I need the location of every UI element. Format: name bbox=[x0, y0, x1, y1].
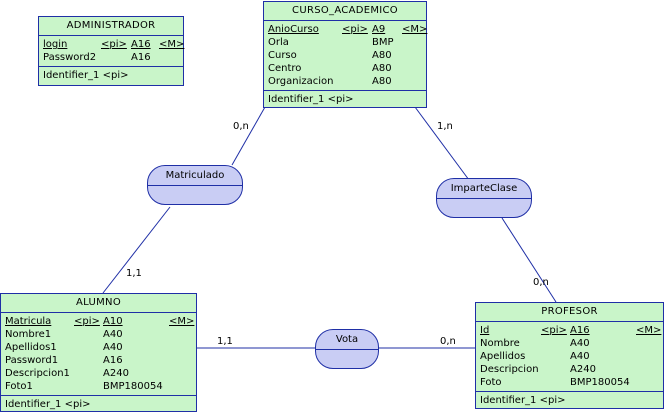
attribute-type: A80 bbox=[372, 76, 392, 87]
cardinality-imparteclase-profesor: 0,n bbox=[533, 277, 549, 288]
attribute-type: A16 bbox=[103, 355, 123, 366]
relationship-vota[interactable]: Vota bbox=[315, 329, 379, 369]
attribute-list: Matricula <pi> A10 <M> Nombre1 A40 Apell… bbox=[1, 313, 196, 396]
entity-title: ALUMNO bbox=[1, 294, 196, 313]
relationship-matriculado[interactable]: Matriculado bbox=[147, 165, 243, 205]
attribute-name: Centro bbox=[268, 63, 302, 74]
attribute-key: <pi> bbox=[541, 325, 567, 336]
attribute-key: <pi> bbox=[74, 316, 100, 327]
attribute-name: Password2 bbox=[43, 52, 97, 63]
line-matriculado-alumno bbox=[102, 206, 171, 294]
attribute-row: Password2 A16 bbox=[43, 51, 179, 64]
attribute-name: Apellidos1 bbox=[5, 342, 57, 353]
cardinality-matriculado-alumno: 1,1 bbox=[126, 268, 142, 279]
entity-title: PROFESOR bbox=[476, 303, 663, 322]
attribute-type: A16 bbox=[570, 325, 590, 336]
attribute-type: A10 bbox=[103, 316, 123, 327]
attribute-type: A40 bbox=[570, 338, 590, 349]
attribute-type: A40 bbox=[103, 342, 123, 353]
entity-identifier: Identifier_1 <pi> bbox=[268, 94, 354, 105]
attribute-row: login <pi> A16 <M> bbox=[43, 38, 184, 51]
entity-alumno[interactable]: ALUMNO Matricula <pi> A10 <M> Nombre1 A4… bbox=[0, 293, 197, 412]
entity-profesor[interactable]: PROFESOR Id <pi> A16 <M> Nombre A40 Apel… bbox=[475, 302, 664, 409]
entity-title: CURSO_ACADEMICO bbox=[264, 2, 426, 21]
attribute-name: Foto bbox=[480, 377, 502, 388]
attribute-name: Id bbox=[480, 325, 490, 336]
attribute-row: Descripcion1 A240 bbox=[5, 367, 192, 380]
attribute-name: login bbox=[43, 39, 68, 50]
attribute-row: AnioCurso <pi> A9 <M> bbox=[268, 23, 427, 36]
entity-title: ADMINISTRADOR bbox=[39, 17, 183, 36]
attribute-row: Organizacion A80 bbox=[268, 75, 422, 88]
entity-curso-academico[interactable]: CURSO_ACADEMICO AnioCurso <pi> A9 <M> Or… bbox=[263, 1, 427, 108]
attribute-name: Organizacion bbox=[268, 76, 334, 87]
attribute-mandatory: <M> bbox=[169, 316, 195, 327]
relationship-label: Vota bbox=[316, 330, 378, 350]
attribute-row: Foto1 BMP180054 bbox=[5, 380, 192, 393]
attribute-type: A16 bbox=[131, 39, 151, 50]
attribute-row: Matricula <pi> A10 <M> bbox=[5, 315, 195, 328]
attribute-name: Password1 bbox=[5, 355, 59, 366]
line-imparteclase-curso bbox=[414, 106, 470, 181]
attribute-name: Curso bbox=[268, 50, 297, 61]
attribute-name: Foto1 bbox=[5, 381, 33, 392]
attribute-name: Nombre bbox=[480, 338, 520, 349]
relationship-label: Matriculado bbox=[148, 166, 242, 186]
attribute-name: Descripcion1 bbox=[5, 368, 70, 379]
attribute-type: A9 bbox=[372, 24, 386, 35]
relationship-label: ImparteClase bbox=[437, 179, 531, 199]
cardinality-imparteclase-curso: 1,n bbox=[437, 121, 453, 132]
attribute-name: Descripcion bbox=[480, 364, 539, 375]
attribute-type: BMP180054 bbox=[103, 381, 163, 392]
entity-administrador[interactable]: ADMINISTRADOR login <pi> A16 <M> Passwor… bbox=[38, 16, 184, 86]
attribute-type: A40 bbox=[103, 329, 123, 340]
attribute-row: Password1 A16 bbox=[5, 354, 192, 367]
attribute-row: Curso A80 bbox=[268, 49, 422, 62]
attribute-row: Centro A80 bbox=[268, 62, 422, 75]
attribute-type: BMP180054 bbox=[570, 377, 630, 388]
attribute-row: Foto BMP180054 bbox=[480, 376, 659, 389]
attribute-row: Apellidos1 A40 bbox=[5, 341, 192, 354]
attribute-name: Nombre1 bbox=[5, 329, 52, 340]
attribute-list: AnioCurso <pi> A9 <M> Orla BMP Curso A80… bbox=[264, 21, 427, 91]
attribute-list: login <pi> A16 <M> Password2 A16 bbox=[39, 36, 184, 67]
attribute-type: A240 bbox=[570, 364, 596, 375]
cardinality-vota-alumno: 1,1 bbox=[217, 336, 233, 347]
attribute-row: Id <pi> A16 <M> bbox=[480, 324, 662, 337]
attribute-mandatory: <M> bbox=[402, 24, 428, 35]
attribute-name: Matricula bbox=[5, 316, 52, 327]
attribute-type: A16 bbox=[131, 52, 151, 63]
attribute-name: AnioCurso bbox=[268, 24, 319, 35]
line-imparteclase-profesor bbox=[501, 217, 557, 303]
attribute-name: Orla bbox=[268, 37, 289, 48]
attribute-mandatory: <M> bbox=[636, 325, 662, 336]
relationship-imparteclase[interactable]: ImparteClase bbox=[436, 178, 532, 218]
entity-identifier: Identifier_1 <pi> bbox=[5, 399, 91, 410]
attribute-row: Nombre A40 bbox=[480, 337, 659, 350]
entity-identifier: Identifier_1 <pi> bbox=[43, 70, 129, 81]
attribute-mandatory: <M> bbox=[159, 39, 185, 50]
cardinality-vota-profesor: 0,n bbox=[440, 336, 456, 347]
attribute-type: A80 bbox=[372, 50, 392, 61]
attribute-type: A80 bbox=[372, 63, 392, 74]
attribute-key: <pi> bbox=[101, 39, 127, 50]
attribute-type: A240 bbox=[103, 368, 129, 379]
attribute-row: Descripcion A240 bbox=[480, 363, 659, 376]
entity-identifier: Identifier_1 <pi> bbox=[480, 395, 566, 406]
attribute-type: A40 bbox=[570, 351, 590, 362]
attribute-key: <pi> bbox=[342, 24, 368, 35]
attribute-row: Orla BMP bbox=[268, 36, 422, 49]
attribute-row: Nombre1 A40 bbox=[5, 328, 192, 341]
attribute-list: Id <pi> A16 <M> Nombre A40 Apellidos A40… bbox=[476, 322, 663, 392]
attribute-row: Apellidos A40 bbox=[480, 350, 659, 363]
attribute-name: Apellidos bbox=[480, 351, 526, 362]
cardinality-matriculado-curso: 0,n bbox=[233, 121, 249, 132]
line-matriculado-curso bbox=[231, 106, 266, 166]
attribute-type: BMP bbox=[372, 37, 394, 48]
